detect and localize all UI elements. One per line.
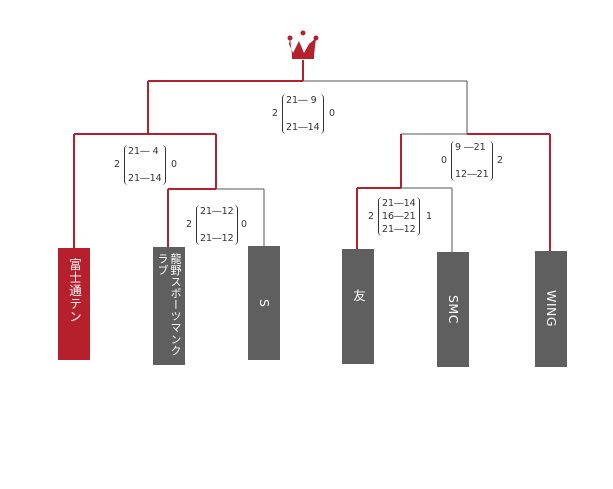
score-total-left: 2 <box>186 219 193 230</box>
score-total-right: 1 <box>426 211 433 222</box>
team-smc: SMC <box>437 252 469 367</box>
team-fujitsu-ten: 富士通テン <box>58 248 90 360</box>
score-total-left: 2 <box>272 108 279 119</box>
team-name: 友 <box>351 289 366 302</box>
team-name: 富士通テン <box>67 258 82 323</box>
score-game: 21―12 <box>200 233 234 244</box>
score-game: 21―14 <box>382 198 416 209</box>
team-tatsuno: 龍野スポーツマンクラブ <box>153 247 185 365</box>
crown-icon <box>287 30 319 59</box>
team-tomo: 友 <box>342 249 374 364</box>
score-game: 21― 4 <box>128 146 159 157</box>
team-name: SMC <box>446 295 461 324</box>
score-game: 21―12 <box>200 206 234 217</box>
score-games: 21― 9 21―14 <box>282 94 324 134</box>
score-game: 12―21 <box>455 169 489 180</box>
score-games: 9 ―21 12―21 <box>451 141 493 181</box>
team-name: 龍野スポーツマンクラブ <box>156 253 182 357</box>
score-games: 21―14 16―21 21―12 <box>378 197 420 236</box>
score-total-right: 2 <box>497 155 504 166</box>
score-game: 16―21 <box>382 211 416 222</box>
score-game: 21―14 <box>286 122 320 133</box>
score-game: 9 ―21 <box>455 142 486 153</box>
score-game: 21―12 <box>382 224 416 235</box>
team-wing: WING <box>535 251 567 367</box>
score-total-right: 0 <box>241 219 248 230</box>
score-total-left: 2 <box>368 211 375 222</box>
score-games: 21― 4 21―14 <box>124 145 166 185</box>
team-name: S <box>257 298 272 308</box>
score-game: 21―14 <box>128 173 162 184</box>
score-total-left: 2 <box>114 159 121 170</box>
score-game: 21― 9 <box>286 95 317 106</box>
team-name: WING <box>544 290 559 328</box>
score-games: 21―12 21―12 <box>196 205 238 245</box>
score-total-left: 0 <box>441 155 448 166</box>
team-s: S <box>248 246 280 360</box>
score-total-right: 0 <box>329 108 336 119</box>
score-total-right: 0 <box>171 159 178 170</box>
